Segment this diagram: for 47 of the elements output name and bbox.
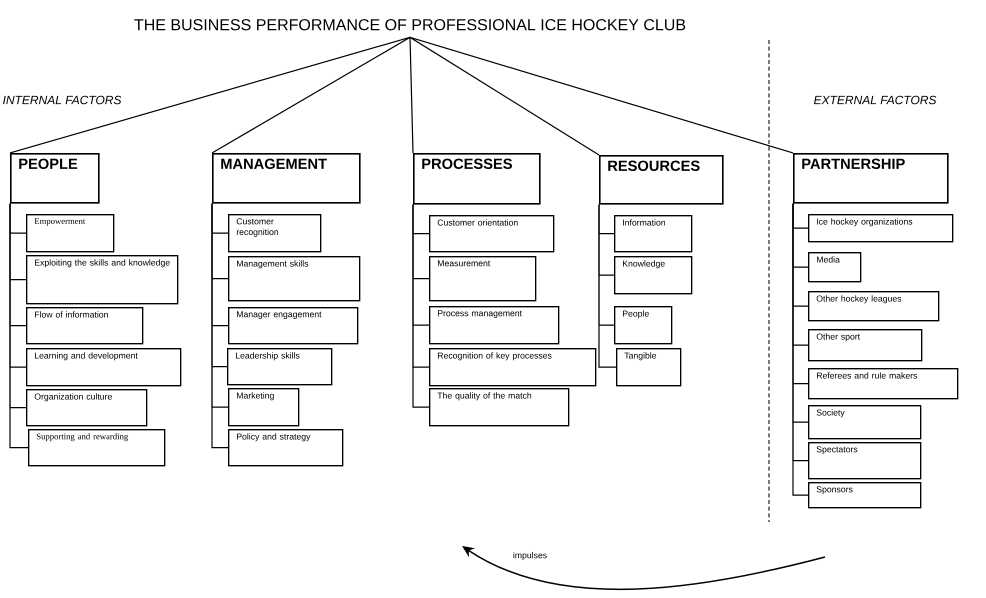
item-box: Tangible: [616, 348, 682, 386]
category-box: MANAGEMENT: [212, 152, 361, 204]
item-box: Spectators: [808, 442, 922, 480]
item-box: Organization culture: [26, 388, 148, 426]
item-box: Measurement: [429, 256, 536, 302]
connector-line: [412, 204, 429, 408]
category-box: PEOPLE: [10, 152, 100, 204]
connector-line: [410, 36, 794, 154]
item-box: Manager engagement: [228, 306, 358, 344]
item-box: Management skills: [228, 256, 360, 302]
connector-line: [9, 204, 28, 448]
item-box: Society: [808, 404, 922, 440]
connector-line: [10, 36, 410, 154]
connector-line: [409, 37, 414, 153]
item-box: Sponsors: [808, 482, 922, 508]
item-box: Flow of information: [26, 306, 144, 344]
category-box: PARTNERSHIP: [793, 152, 949, 204]
connector-line: [598, 204, 616, 368]
connector-line: [212, 36, 410, 154]
item-box: The quality of the match: [429, 388, 570, 426]
item-box: Policy and strategy: [228, 428, 344, 466]
connector-line: [211, 204, 228, 448]
item-box: Ice hockey organizations: [808, 214, 954, 242]
item-box: Supporting and rewarding: [28, 428, 166, 466]
item-box: Marketing: [228, 388, 300, 426]
item-box: Referees and rule makers: [808, 368, 958, 400]
item-box: Process management: [429, 306, 560, 344]
item-box: Customer orientation: [429, 214, 554, 252]
item-box: Media: [808, 252, 862, 282]
item-box: Customer recognition: [228, 214, 322, 252]
item-box: Other hockey leagues: [808, 290, 940, 322]
item-box: Knowledge: [614, 256, 692, 294]
item-box: Information: [614, 214, 692, 252]
item-box: Exploiting the skills and knowledge: [26, 254, 178, 304]
factor-label: INTERNAL FACTORS: [3, 96, 122, 104]
category-box: PROCESSES: [413, 152, 541, 205]
arrow-label: impulses: [514, 552, 547, 560]
item-box: Leadership skills: [227, 348, 332, 386]
category-box: RESOURCES: [599, 154, 724, 205]
connector-line: [410, 36, 600, 156]
item-box: Empowerment: [26, 214, 114, 252]
factor-label: EXTERNAL FACTORS: [814, 96, 936, 104]
item-box: Other sport: [808, 328, 922, 362]
item-box: People: [614, 306, 672, 344]
title: THE BUSINESS PERFORMANCE OF PROFESSIONAL ICE HOCKEY CLUB: [134, 19, 686, 30]
item-box: Recognition of key processes: [429, 348, 596, 386]
item-box: Learning and development: [26, 348, 182, 386]
